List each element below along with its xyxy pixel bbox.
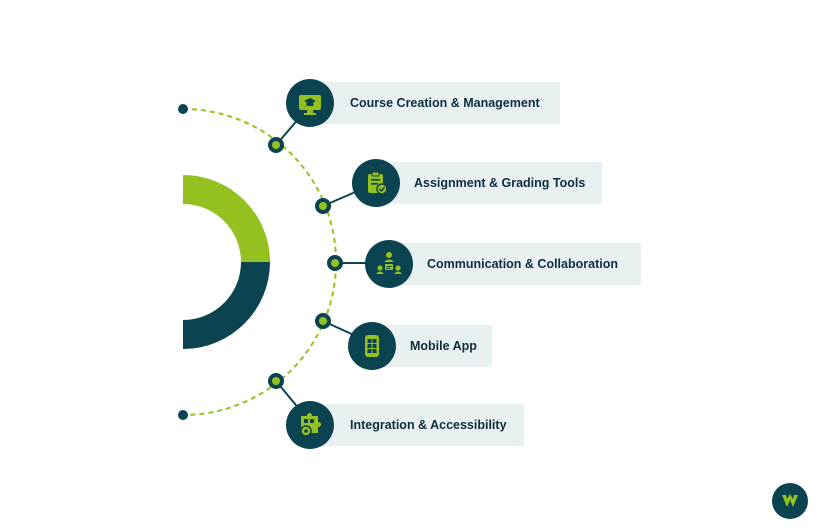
- item-integration-accessibility: Integration & Accessibility: [286, 401, 524, 449]
- arc-node-3: [327, 255, 343, 271]
- arc-end-dot-bottom: [178, 410, 188, 420]
- arc-node-1: [268, 137, 284, 153]
- item-label: Assignment & Grading Tools: [414, 176, 586, 190]
- half-ring-top-green: [183, 175, 270, 262]
- item-assignment-grading: Assignment & Grading Tools: [352, 159, 602, 207]
- item-label: Communication & Collaboration: [427, 257, 618, 271]
- arc-node-5: [268, 373, 284, 389]
- item-communication-collaboration: Communication & Collaboration: [365, 240, 641, 288]
- item-course-creation: Course Creation & Management: [286, 79, 560, 127]
- item-label: Course Creation & Management: [350, 96, 540, 110]
- monitor-graduation-cap-icon: [286, 79, 334, 127]
- team-chat-icon: [365, 240, 413, 288]
- item-label-box: Course Creation & Management: [308, 82, 560, 124]
- item-label-box: Assignment & Grading Tools: [374, 162, 602, 204]
- smartphone-icon: [348, 322, 396, 370]
- item-label-box: Communication & Collaboration: [387, 243, 641, 285]
- half-ring-bottom-teal: [183, 262, 270, 349]
- item-mobile-app: Mobile App: [348, 322, 492, 370]
- arc-end-dot-top: [178, 104, 188, 114]
- item-label-box: Integration & Accessibility: [308, 404, 524, 446]
- puzzle-gear-icon: [286, 401, 334, 449]
- arc-node-2: [315, 198, 331, 214]
- clipboard-check-icon: [352, 159, 400, 207]
- brand-w-logo-icon: [772, 483, 808, 519]
- item-label: Integration & Accessibility: [350, 418, 507, 432]
- arc-node-4: [315, 313, 331, 329]
- item-label: Mobile App: [410, 339, 477, 353]
- dashed-arc: [182, 108, 337, 416]
